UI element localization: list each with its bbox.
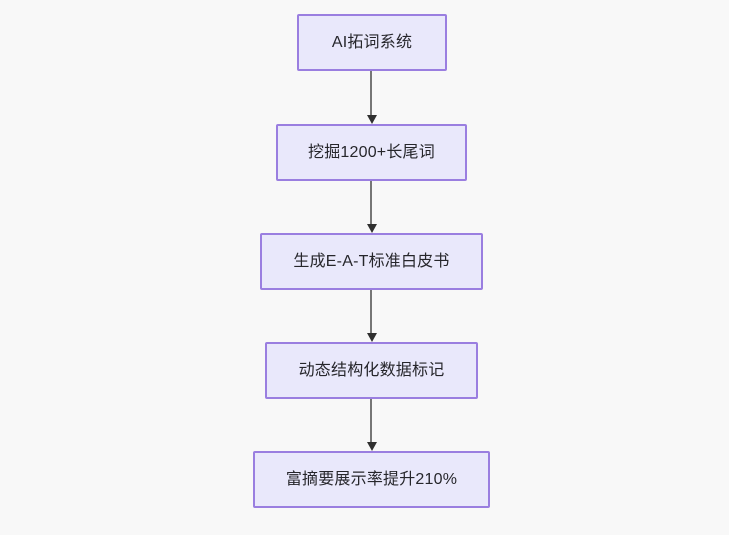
- flowchart-node-label: 动态结构化数据标记: [298, 361, 445, 379]
- arrowhead-icon: [367, 333, 377, 342]
- edge-line: [370, 71, 372, 116]
- flowchart-node[interactable]: 挖掘1200+长尾词: [276, 124, 467, 181]
- flowchart-node[interactable]: 动态结构化数据标记: [265, 342, 478, 399]
- flowchart-node[interactable]: AI拓词系统: [297, 14, 447, 71]
- arrowhead-icon: [367, 442, 377, 451]
- edge-line: [370, 399, 372, 443]
- edge-line: [370, 290, 372, 334]
- arrowhead-icon: [367, 224, 377, 233]
- flowchart-node-label: 生成E-A-T标准白皮书: [293, 252, 450, 270]
- edge-line: [370, 181, 372, 225]
- arrowhead-icon: [367, 115, 377, 124]
- flowchart-node-label: 富摘要展示率提升210%: [285, 470, 458, 488]
- flowchart-node[interactable]: 生成E-A-T标准白皮书: [260, 233, 483, 290]
- flowchart-node[interactable]: 富摘要展示率提升210%: [253, 451, 490, 508]
- flowchart-node-label: 挖掘1200+长尾词: [308, 143, 435, 161]
- flowchart-node-label: AI拓词系统: [331, 33, 413, 51]
